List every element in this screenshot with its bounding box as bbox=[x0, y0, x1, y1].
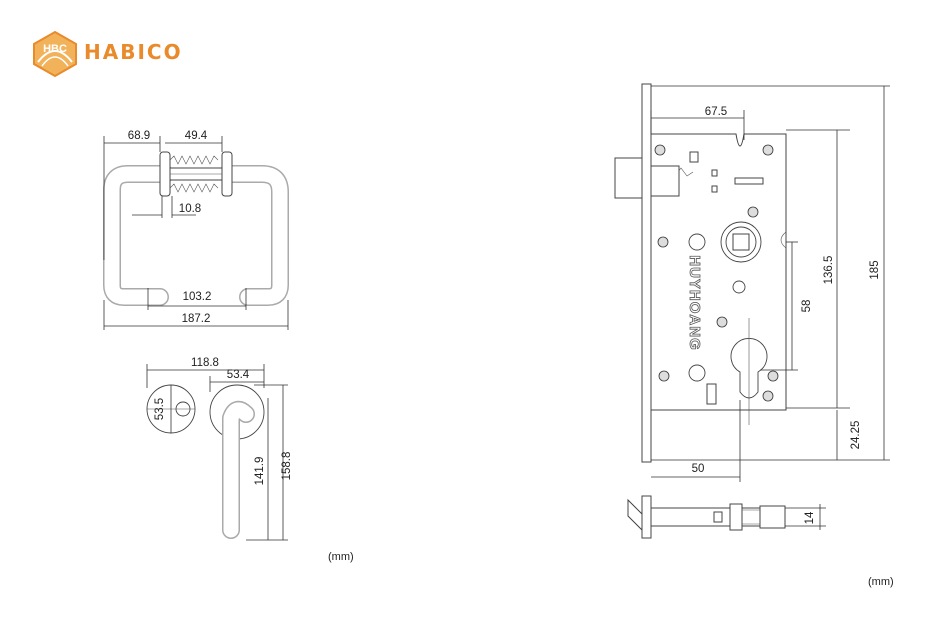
ring-handle-drawing: 68.9 49.4 10.8 103.2 187.2 bbox=[103, 130, 289, 330]
dim-67-5: 67.5 bbox=[705, 106, 727, 118]
dim-10-8: 10.8 bbox=[179, 203, 201, 215]
dim-50: 50 bbox=[692, 463, 705, 475]
dim-136-5: 136.5 bbox=[823, 256, 835, 285]
dim-141-9: 141.9 bbox=[254, 457, 266, 486]
dim-158-8: 158.8 bbox=[281, 452, 293, 481]
mortise-lock-drawing: HUYHOANG 67.5 136.5 185 58 24.25 50 bbox=[614, 83, 890, 539]
dim-24-25: 24.25 bbox=[850, 421, 862, 450]
habico-emblem-icon: HBC bbox=[33, 30, 77, 78]
unit-label-right: (mm) bbox=[868, 576, 894, 588]
habico-logo: HBC bbox=[30, 30, 230, 78]
dim-14: 14 bbox=[804, 511, 816, 524]
dim-58: 58 bbox=[801, 300, 813, 313]
dim-103-2: 103.2 bbox=[183, 291, 212, 303]
dim-53-5: 53.5 bbox=[154, 398, 166, 420]
dim-187-2: 187.2 bbox=[182, 313, 211, 325]
dim-53-4: 53.4 bbox=[227, 369, 250, 381]
dim-118-8: 118.8 bbox=[191, 357, 219, 369]
dim-49-4: 49.4 bbox=[185, 130, 208, 142]
body-screws bbox=[654, 144, 779, 402]
brand-name: HABICO bbox=[84, 40, 183, 64]
dim-68-9: 68.9 bbox=[128, 130, 150, 142]
dim-185: 185 bbox=[869, 260, 881, 279]
unit-label-left: (mm) bbox=[328, 551, 354, 563]
logo-letters: HBC bbox=[43, 43, 67, 55]
lever-handle-drawing: 118.8 53.4 53.5 141.9 158.8 bbox=[146, 357, 293, 541]
lock-engraving: HUYHOANG bbox=[686, 255, 703, 351]
mortise-side-view bbox=[627, 495, 826, 539]
